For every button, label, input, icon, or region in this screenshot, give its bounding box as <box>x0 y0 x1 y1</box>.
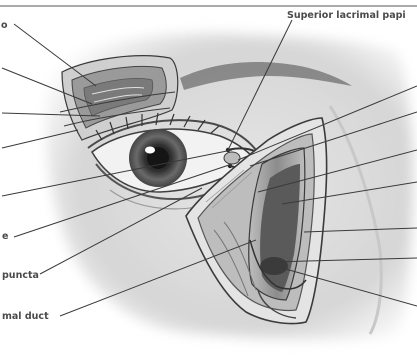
eye-highlight <box>145 147 155 154</box>
superior-lacrimal-papilla-label: Superior lacrimal papi <box>287 11 406 21</box>
left-fragment-label: e <box>2 232 8 242</box>
lacrimal-puncta-label: puncta <box>2 271 39 281</box>
nasolacrimal-duct-label: mal duct <box>2 312 49 322</box>
top-left-fragment-label: o <box>1 21 8 31</box>
